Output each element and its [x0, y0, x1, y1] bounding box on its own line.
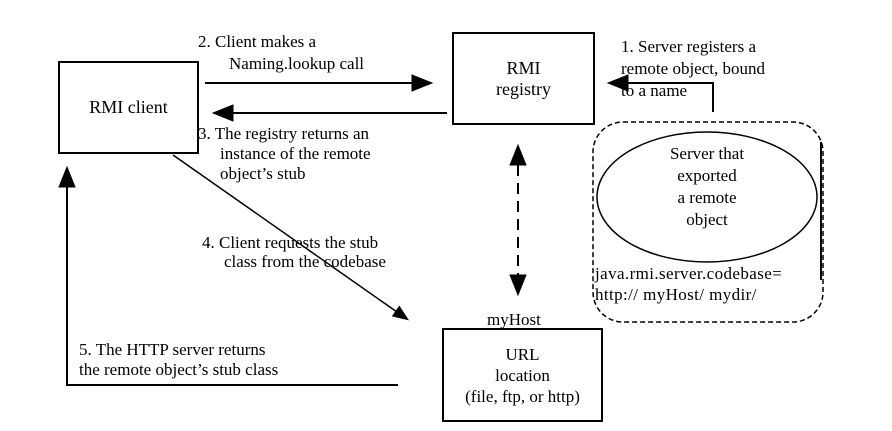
url-location-label: URL location (file, ftp, or http) — [443, 329, 602, 421]
step5-line2: the remote object’s stub class — [79, 360, 279, 379]
step3-label: 3. The registry returns an instance of t… — [198, 124, 371, 184]
server-line4: object — [686, 210, 728, 229]
server-ellipse-label: Server that exported a remote object — [597, 143, 817, 231]
step2-label: 2. Client makes a Naming.lookup call — [198, 31, 364, 75]
myhost-label: myHost — [487, 310, 541, 329]
step3-line3: object’s stub — [220, 164, 306, 183]
step1-line2: remote object, bound — [621, 59, 765, 78]
step1-arrow — [606, 74, 714, 112]
url-location-line1: URL — [505, 344, 540, 364]
rmi-registry-line1: RMI — [506, 57, 541, 78]
step1-label: 1. Server registers a remote object, bou… — [621, 36, 765, 102]
server-line2: exported — [677, 166, 737, 185]
step4-arrow — [172, 154, 410, 321]
rmi-client-label: RMI client — [59, 62, 198, 153]
codebase-line1: java.rmi.server.codebase= — [595, 264, 783, 283]
rmi-client-text: RMI client — [89, 97, 168, 117]
codebase-label: java.rmi.server.codebase= http:// myHost… — [595, 263, 782, 305]
step4-line1: 4. Client requests the stub — [202, 233, 379, 252]
step2-line1: 2. Client makes a — [198, 32, 317, 51]
url-location-line3: (file, ftp, or http) — [465, 386, 580, 406]
step4-label: 4. Client requests the stub class from t… — [202, 233, 386, 271]
server-ellipse — [596, 131, 818, 263]
server-host-dashed-box — [592, 121, 824, 323]
server-line3: a remote — [677, 188, 737, 207]
rmi-client-box — [58, 61, 199, 154]
step5-arrow — [58, 165, 398, 386]
rmi-registry-line2: registry — [496, 78, 551, 99]
step1-line1: 1. Server registers a — [621, 37, 757, 56]
server-line1: Server that — [669, 144, 745, 163]
step3-line2: instance of the remote — [220, 144, 371, 163]
step2-line2: Naming.lookup call — [229, 54, 365, 73]
step3-line1: 3. The registry returns an — [198, 124, 370, 143]
step5-label: 5. The HTTP server returns the remote ob… — [79, 340, 278, 380]
rmi-registry-label: RMI registry — [453, 33, 594, 124]
url-location-box — [442, 328, 603, 422]
rmi-registry-box — [452, 32, 595, 125]
codebase-line2: http:// myHost/ mydir/ — [595, 285, 757, 304]
url-location-line2: location — [495, 365, 550, 385]
step4-line2: class from the codebase — [224, 252, 386, 271]
step5-line1: 5. The HTTP server returns — [79, 340, 266, 359]
step1-line3: to a name — [621, 81, 688, 100]
